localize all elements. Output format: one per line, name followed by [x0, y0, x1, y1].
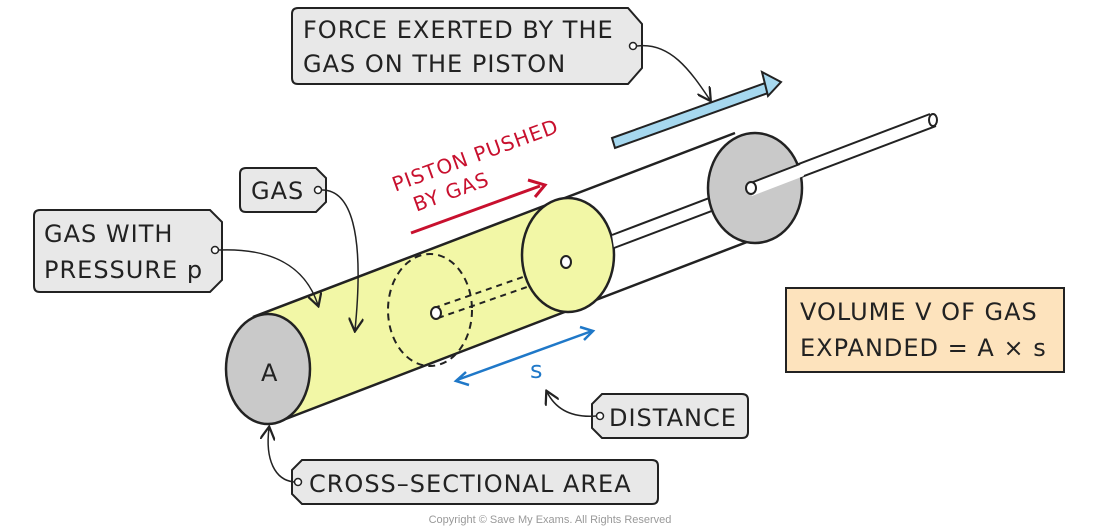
volume-box: VOLUME V OF GAS EXPANDED = A × s	[785, 287, 1065, 373]
force-tag: FORCE EXERTED BY THE GAS ON THE PISTON	[291, 7, 710, 100]
force-label-line2: GAS ON THE PISTON	[303, 50, 566, 78]
cylinder	[252, 131, 761, 422]
left-end-cap	[224, 312, 312, 426]
gas-label: GAS	[251, 177, 304, 205]
initial-piston-outline	[387, 253, 473, 367]
volume-label-line2: EXPANDED = A × s	[800, 334, 1047, 362]
piston-pushed-arrow	[410, 178, 548, 235]
distance-tag: DISTANCE	[547, 392, 749, 439]
volume-label-line1: VOLUME V OF GAS	[800, 298, 1038, 326]
gas-tag: GAS	[239, 167, 358, 330]
force-label-line1: FORCE EXERTED BY THE	[303, 16, 614, 44]
cross-section-label: CROSS–SECTIONAL AREA	[309, 470, 632, 498]
force-arrow	[610, 70, 783, 150]
distance-arrow	[453, 325, 596, 387]
gas-pressure-label-line2: PRESSURE p	[44, 256, 203, 284]
piston	[520, 196, 616, 314]
gas-region	[253, 206, 580, 420]
gas-pressure-label-line1: GAS WITH	[44, 220, 173, 248]
area-symbol: A	[261, 359, 278, 387]
distance-symbol: s	[530, 356, 543, 384]
copyright-text: Copyright © Save My Exams. All Rights Re…	[429, 514, 672, 526]
cross-section-tag: CROSS–SECTIONAL AREA	[268, 428, 659, 505]
distance-label: DISTANCE	[609, 404, 737, 432]
gas-pressure-tag: GAS WITH PRESSURE p	[33, 209, 318, 305]
